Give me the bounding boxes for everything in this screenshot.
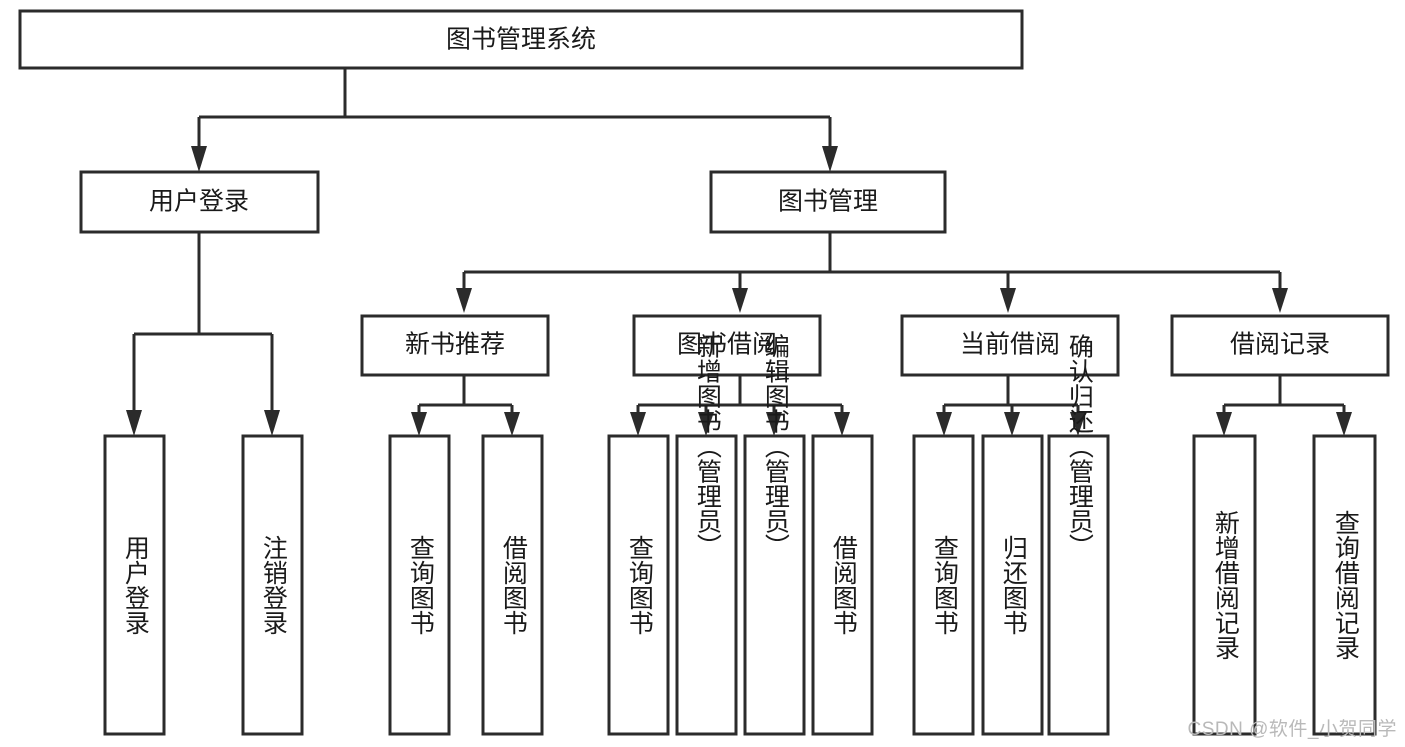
arrow-head-borrow-record [1272, 288, 1288, 313]
leaf-return-book[interactable]: 归还图书 [981, 434, 1044, 736]
arrow-head-leaf-query-book-borrow [630, 412, 646, 436]
leaf-query-book-current-label: 查询图书 [930, 535, 959, 635]
leaf-user-login-label: 用户登录 [121, 535, 150, 635]
watermark: CSDN @软件_小贺同学 [1187, 719, 1397, 740]
node-user-login-box[interactable] [79, 170, 320, 234]
node-user-login[interactable]: 用户登录 [79, 170, 320, 234]
leaf-borrow-book-recommend-box[interactable] [481, 434, 544, 736]
arrow-head-leaf-user-logout [264, 410, 280, 436]
leaf-confirm-return-label: 确认归还（管理员） [1065, 334, 1094, 559]
node-borrow-record-label: 借阅记录 [1230, 331, 1330, 359]
node-root-box[interactable] [18, 9, 1024, 70]
node-current-borrow[interactable]: 当前借阅 [900, 314, 1120, 377]
leaf-return-book-label: 归还图书 [999, 535, 1028, 635]
node-book-manage[interactable]: 图书管理 [709, 170, 947, 234]
node-borrow-record-box[interactable] [1170, 314, 1390, 377]
arrow-head-leaf-edit-book [766, 412, 782, 436]
leaf-query-book-borrow[interactable]: 查询图书 [607, 434, 670, 736]
leaf-query-record[interactable]: 查询借阅记录 [1312, 434, 1377, 736]
leaf-confirm-return[interactable]: 确认归还（管理员） [1047, 334, 1110, 736]
leaf-query-book-borrow-label: 查询图书 [625, 535, 654, 635]
leaf-query-book-recommend[interactable]: 查询图书 [388, 434, 451, 736]
leaf-add-book[interactable]: 新增图书（管理员） [675, 334, 738, 736]
arrow-head-leaf-confirm-return [1070, 412, 1086, 436]
leaf-query-book-recommend-box[interactable] [388, 434, 451, 736]
arrow-head-leaf-add-book [698, 412, 714, 436]
node-new-book-recommend[interactable]: 新书推荐 [360, 314, 550, 377]
node-book-borrow[interactable]: 图书借阅 [632, 314, 822, 377]
arrow-head-leaf-user-login [126, 410, 142, 436]
connector-layer [126, 68, 1352, 436]
arrow-head-leaf-borrow-book-recommend [504, 412, 520, 436]
leaf-query-book-current[interactable]: 查询图书 [912, 434, 975, 736]
node-book-manage-box[interactable] [709, 170, 947, 234]
arrow-head-leaf-add-record [1216, 412, 1232, 436]
arrow-head-leaf-query-book-current [936, 412, 952, 436]
leaf-add-record-box[interactable] [1192, 434, 1257, 736]
leaf-borrow-book[interactable]: 借阅图书 [811, 434, 874, 736]
node-current-borrow-label: 当前借阅 [960, 331, 1060, 359]
leaf-edit-book-box[interactable] [743, 434, 806, 736]
arrow-head-user-login [191, 146, 207, 172]
leaf-confirm-return-box[interactable] [1047, 434, 1110, 736]
leaf-return-book-box[interactable] [981, 434, 1044, 736]
leaf-borrow-book-box[interactable] [811, 434, 874, 736]
leaf-add-book-box[interactable] [675, 434, 738, 736]
node-new-book-recommend-label: 新书推荐 [405, 331, 505, 359]
node-user-login-label: 用户登录 [149, 188, 249, 216]
arrow-head-current-borrow [1000, 288, 1016, 313]
arrow-head-leaf-query-record [1336, 412, 1352, 436]
leaf-borrow-book-recommend-label: 借阅图书 [499, 535, 528, 635]
node-current-borrow-box[interactable] [900, 314, 1120, 377]
leaf-user-logout-label: 注销登录 [259, 535, 288, 635]
leaf-edit-book-label: 编辑图书（管理员） [761, 334, 790, 559]
leaf-add-record-label: 新增借阅记录 [1211, 510, 1240, 660]
leaf-user-logout-box[interactable] [241, 434, 304, 736]
leaf-query-record-label: 查询借阅记录 [1331, 510, 1360, 660]
leaf-borrow-book-label: 借阅图书 [829, 535, 858, 635]
node-book-borrow-label: 图书借阅 [677, 331, 777, 359]
arrow-head-leaf-borrow-book [834, 412, 850, 436]
node-book-borrow-box[interactable] [632, 314, 822, 377]
arrow-head-new-book-recommend [456, 288, 472, 313]
node-book-manage-label: 图书管理 [778, 188, 878, 216]
leaf-user-login-box[interactable] [103, 434, 166, 736]
arrow-head-book-borrow [732, 288, 748, 313]
node-new-book-recommend-box[interactable] [360, 314, 550, 377]
leaf-add-record[interactable]: 新增借阅记录 [1192, 434, 1257, 736]
arrow-head-leaf-return-book [1004, 412, 1020, 436]
arrow-head-book-manage [822, 146, 838, 172]
leaf-query-record-box[interactable] [1312, 434, 1377, 736]
node-root[interactable]: 图书管理系统 [18, 9, 1024, 70]
leaf-add-book-label: 新增图书（管理员） [693, 334, 722, 559]
leaf-edit-book[interactable]: 编辑图书（管理员） [743, 334, 806, 736]
node-root-label: 图书管理系统 [446, 26, 596, 54]
leaf-borrow-book-recommend[interactable]: 借阅图书 [481, 434, 544, 736]
leaf-user-login[interactable]: 用户登录 [103, 434, 166, 736]
leaf-query-book-borrow-box[interactable] [607, 434, 670, 736]
leaf-query-book-current-box[interactable] [912, 434, 975, 736]
arrow-head-leaf-query-book-recommend [411, 412, 427, 436]
leaf-user-logout[interactable]: 注销登录 [241, 434, 304, 736]
leaf-query-book-recommend-label: 查询图书 [406, 535, 435, 635]
node-borrow-record[interactable]: 借阅记录 [1170, 314, 1390, 377]
